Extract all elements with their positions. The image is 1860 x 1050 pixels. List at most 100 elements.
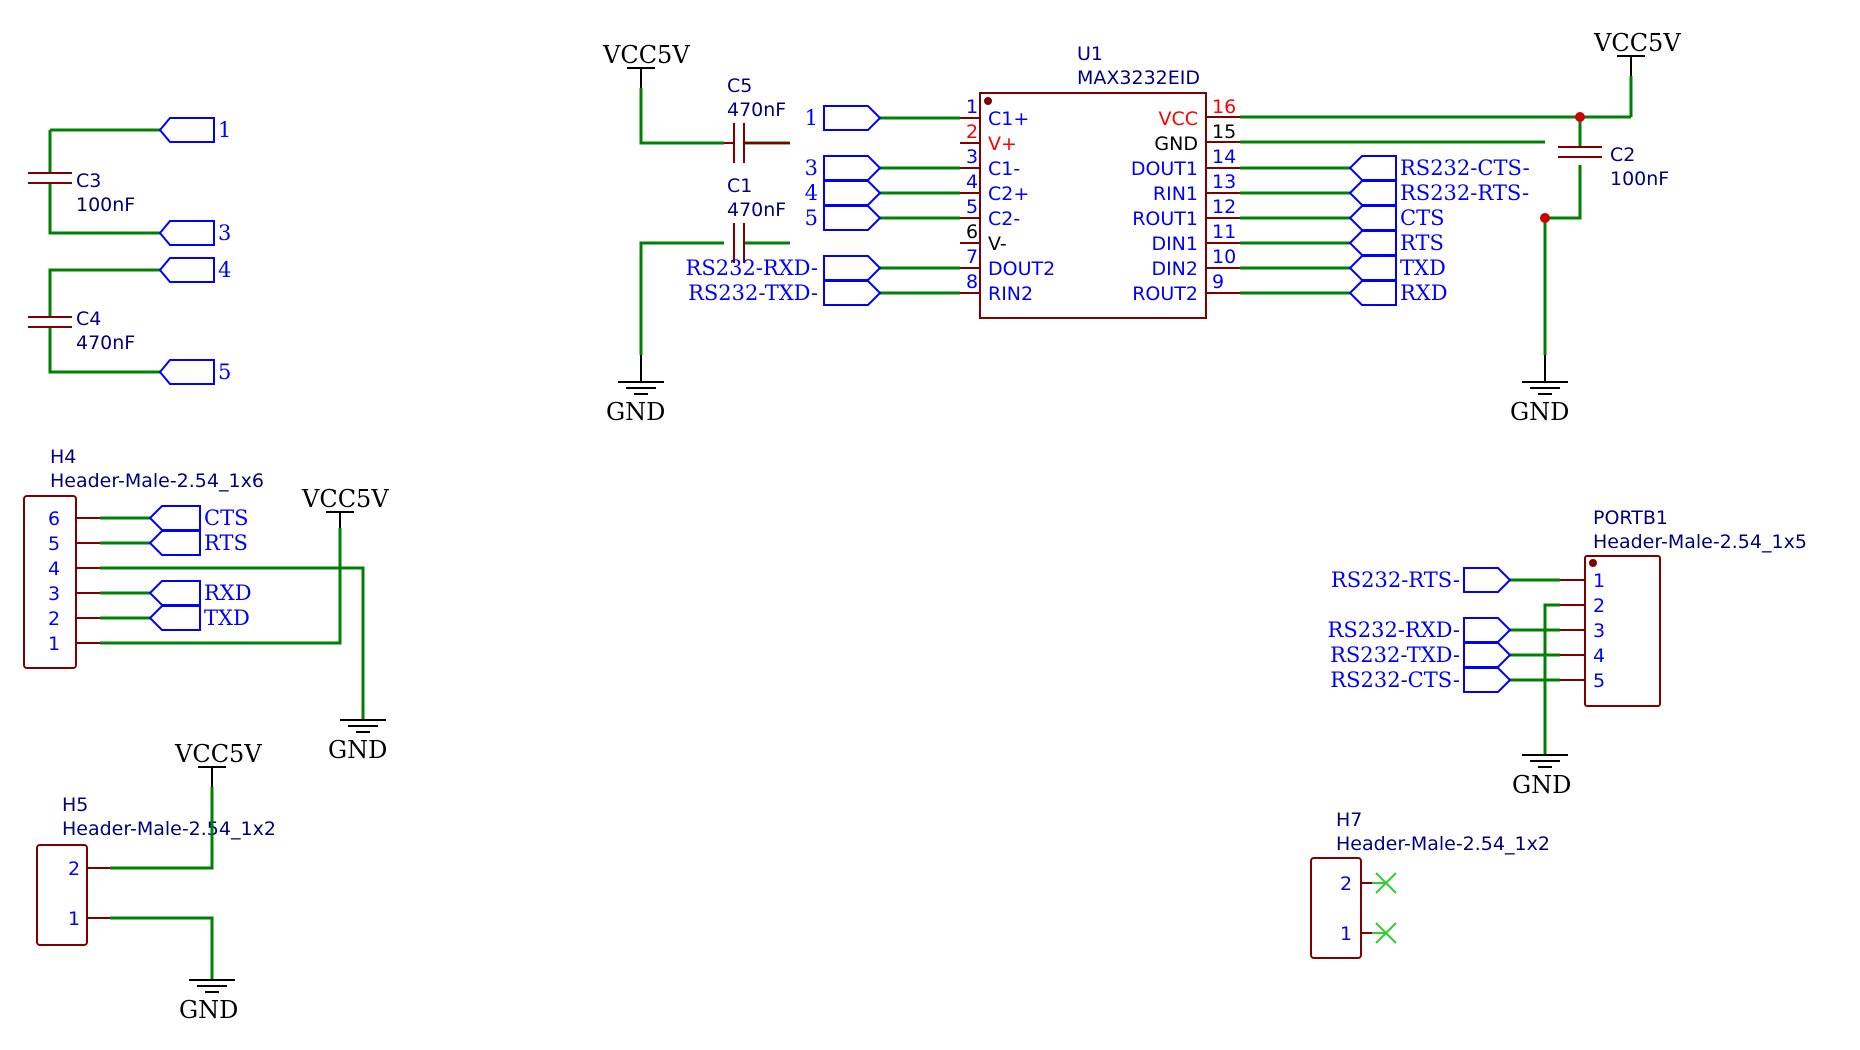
net-flag [158,117,215,143]
header-h4[interactable]: H4 Header-Male-2.54_1x6 6 5 4 3 2 1 [23,446,264,669]
pin-name: ROUT1 [1132,208,1198,230]
h4-net-flags: CTS RTS RXD TXD [148,505,252,631]
capacitor-c3[interactable]: C3 100nF 1 3 [28,117,231,246]
pin-name: RIN2 [988,283,1033,305]
ic-u1[interactable]: U1 MAX3232EID 1 2 3 4 5 6 7 8 C1+ V+ C1-… [960,43,1240,319]
pin-number: 4 [48,558,60,580]
junction-dot [1575,112,1585,122]
net-flag [823,105,882,131]
c3-value: 100nF [76,194,135,216]
svg-text:GND: GND [1512,771,1571,799]
net-flag [158,257,215,283]
h7-designator: H7 [1336,809,1362,831]
net-flag [1348,180,1397,206]
pin-number: 5 [966,196,978,218]
svg-text:GND: GND [328,736,387,764]
pin-name: RIN1 [1153,183,1198,205]
pin-number: 16 [1212,96,1236,118]
c2-value: 100nF [1610,168,1669,190]
capacitor-c2[interactable]: C2 100nF [1558,144,1669,190]
pin-number: 4 [1593,645,1605,667]
c2-designator: C2 [1610,144,1635,166]
capacitor-c1[interactable]: C1 470nF [727,175,786,263]
net-flag [148,580,201,606]
net-label: 4 [805,181,818,205]
vcc-symbol-u1-right: VCC5V [1593,29,1681,76]
h5-part: Header-Male-2.54_1x2 [62,818,276,840]
pin-number: 1 [966,96,978,118]
net-flag [823,280,882,306]
net-label: RS232-RTS- [1400,181,1529,205]
pin-name: DOUT2 [988,258,1055,280]
header-h7[interactable]: H7 Header-Male-2.54_1x2 2 1 [1310,809,1550,959]
junction-dot [1540,213,1550,223]
capacitor-c4[interactable]: C4 470nF 4 5 [28,257,231,385]
pin-name: GND [1154,133,1198,155]
pin-number: 9 [1212,271,1224,293]
net-flag [1348,255,1397,281]
u1-left-net-flags: 1 3 4 5 RS232-RXD- RS232-TXD- [686,105,882,306]
vcc-symbol-u1-left: VCC5V [602,41,690,88]
pin-name: V+ [988,133,1017,155]
h5-designator: H5 [62,794,88,816]
net-label: 5 [218,360,231,384]
c1-designator: C1 [727,175,752,197]
svg-text:GND: GND [179,996,238,1024]
c5-value: 470nF [727,99,786,121]
net-label: CTS [204,506,248,530]
c1-value: 470nF [727,199,786,221]
net-flag [1348,280,1397,306]
svg-text:GND: GND [1510,398,1569,426]
portb1-part: Header-Male-2.54_1x5 [1593,531,1807,553]
pin-number: 3 [966,146,978,168]
no-connect-marker [1372,922,1397,944]
net-flag [823,205,882,231]
gnd-symbol-u1-right: GND [1510,355,1569,426]
pin-number: 2 [1593,595,1605,617]
pin-name: C1- [988,158,1020,180]
pin-number: 13 [1212,171,1236,193]
pin-number: 3 [1593,620,1605,642]
net-flag [1348,155,1397,181]
header-h5[interactable]: H5 Header-Male-2.54_1x2 2 1 [36,794,276,946]
pin-number: 2 [68,858,80,880]
pin-number: 6 [966,221,978,243]
net-flag [823,255,882,281]
net-flag [823,155,882,181]
svg-text:GND: GND [606,398,665,426]
net-label: 4 [218,258,231,282]
u1-part: MAX3232EID [1077,67,1200,89]
pin-number: 3 [48,583,60,605]
svg-text:VCC5V: VCC5V [301,485,389,513]
net-label: RS232-TXD- [688,281,818,305]
net-label: RTS [204,531,248,555]
gnd-symbol-u1-left: GND [606,355,665,426]
pin-number: 2 [1340,873,1352,895]
c4-designator: C4 [76,308,101,330]
net-flag [823,180,882,206]
pin-number: 2 [48,608,60,630]
pin-number: 5 [1593,670,1605,692]
pin-number: 1 [1340,923,1352,945]
capacitor-c5[interactable]: C5 470nF [724,75,790,163]
vcc-symbol-h5: VCC5V [174,740,262,787]
portb1-net-flags: RS232-RTS- RS232-RXD- RS232-TXD- RS232-C… [1328,567,1512,693]
pin-name: VCC [1158,108,1198,130]
pin-number: 8 [966,271,978,293]
c4-value: 470nF [76,332,135,354]
no-connect-marker [1372,872,1397,894]
net-flag [1463,617,1512,643]
c5-designator: C5 [727,75,752,97]
vcc-symbol-h4: VCC5V [301,485,389,528]
h4-designator: H4 [50,446,76,468]
pin-number: 7 [966,246,978,268]
svg-text:VCC5V: VCC5V [1593,29,1681,57]
header-portb1[interactable]: PORTB1 Header-Male-2.54_1x5 1 2 3 4 5 [1560,507,1807,707]
net-flag [158,359,215,385]
svg-text:VCC5V: VCC5V [174,740,262,768]
pin-number: 4 [966,171,978,193]
pin-name: DOUT1 [1131,158,1198,180]
net-flag [148,505,201,531]
pin-name: ROUT2 [1132,283,1198,305]
